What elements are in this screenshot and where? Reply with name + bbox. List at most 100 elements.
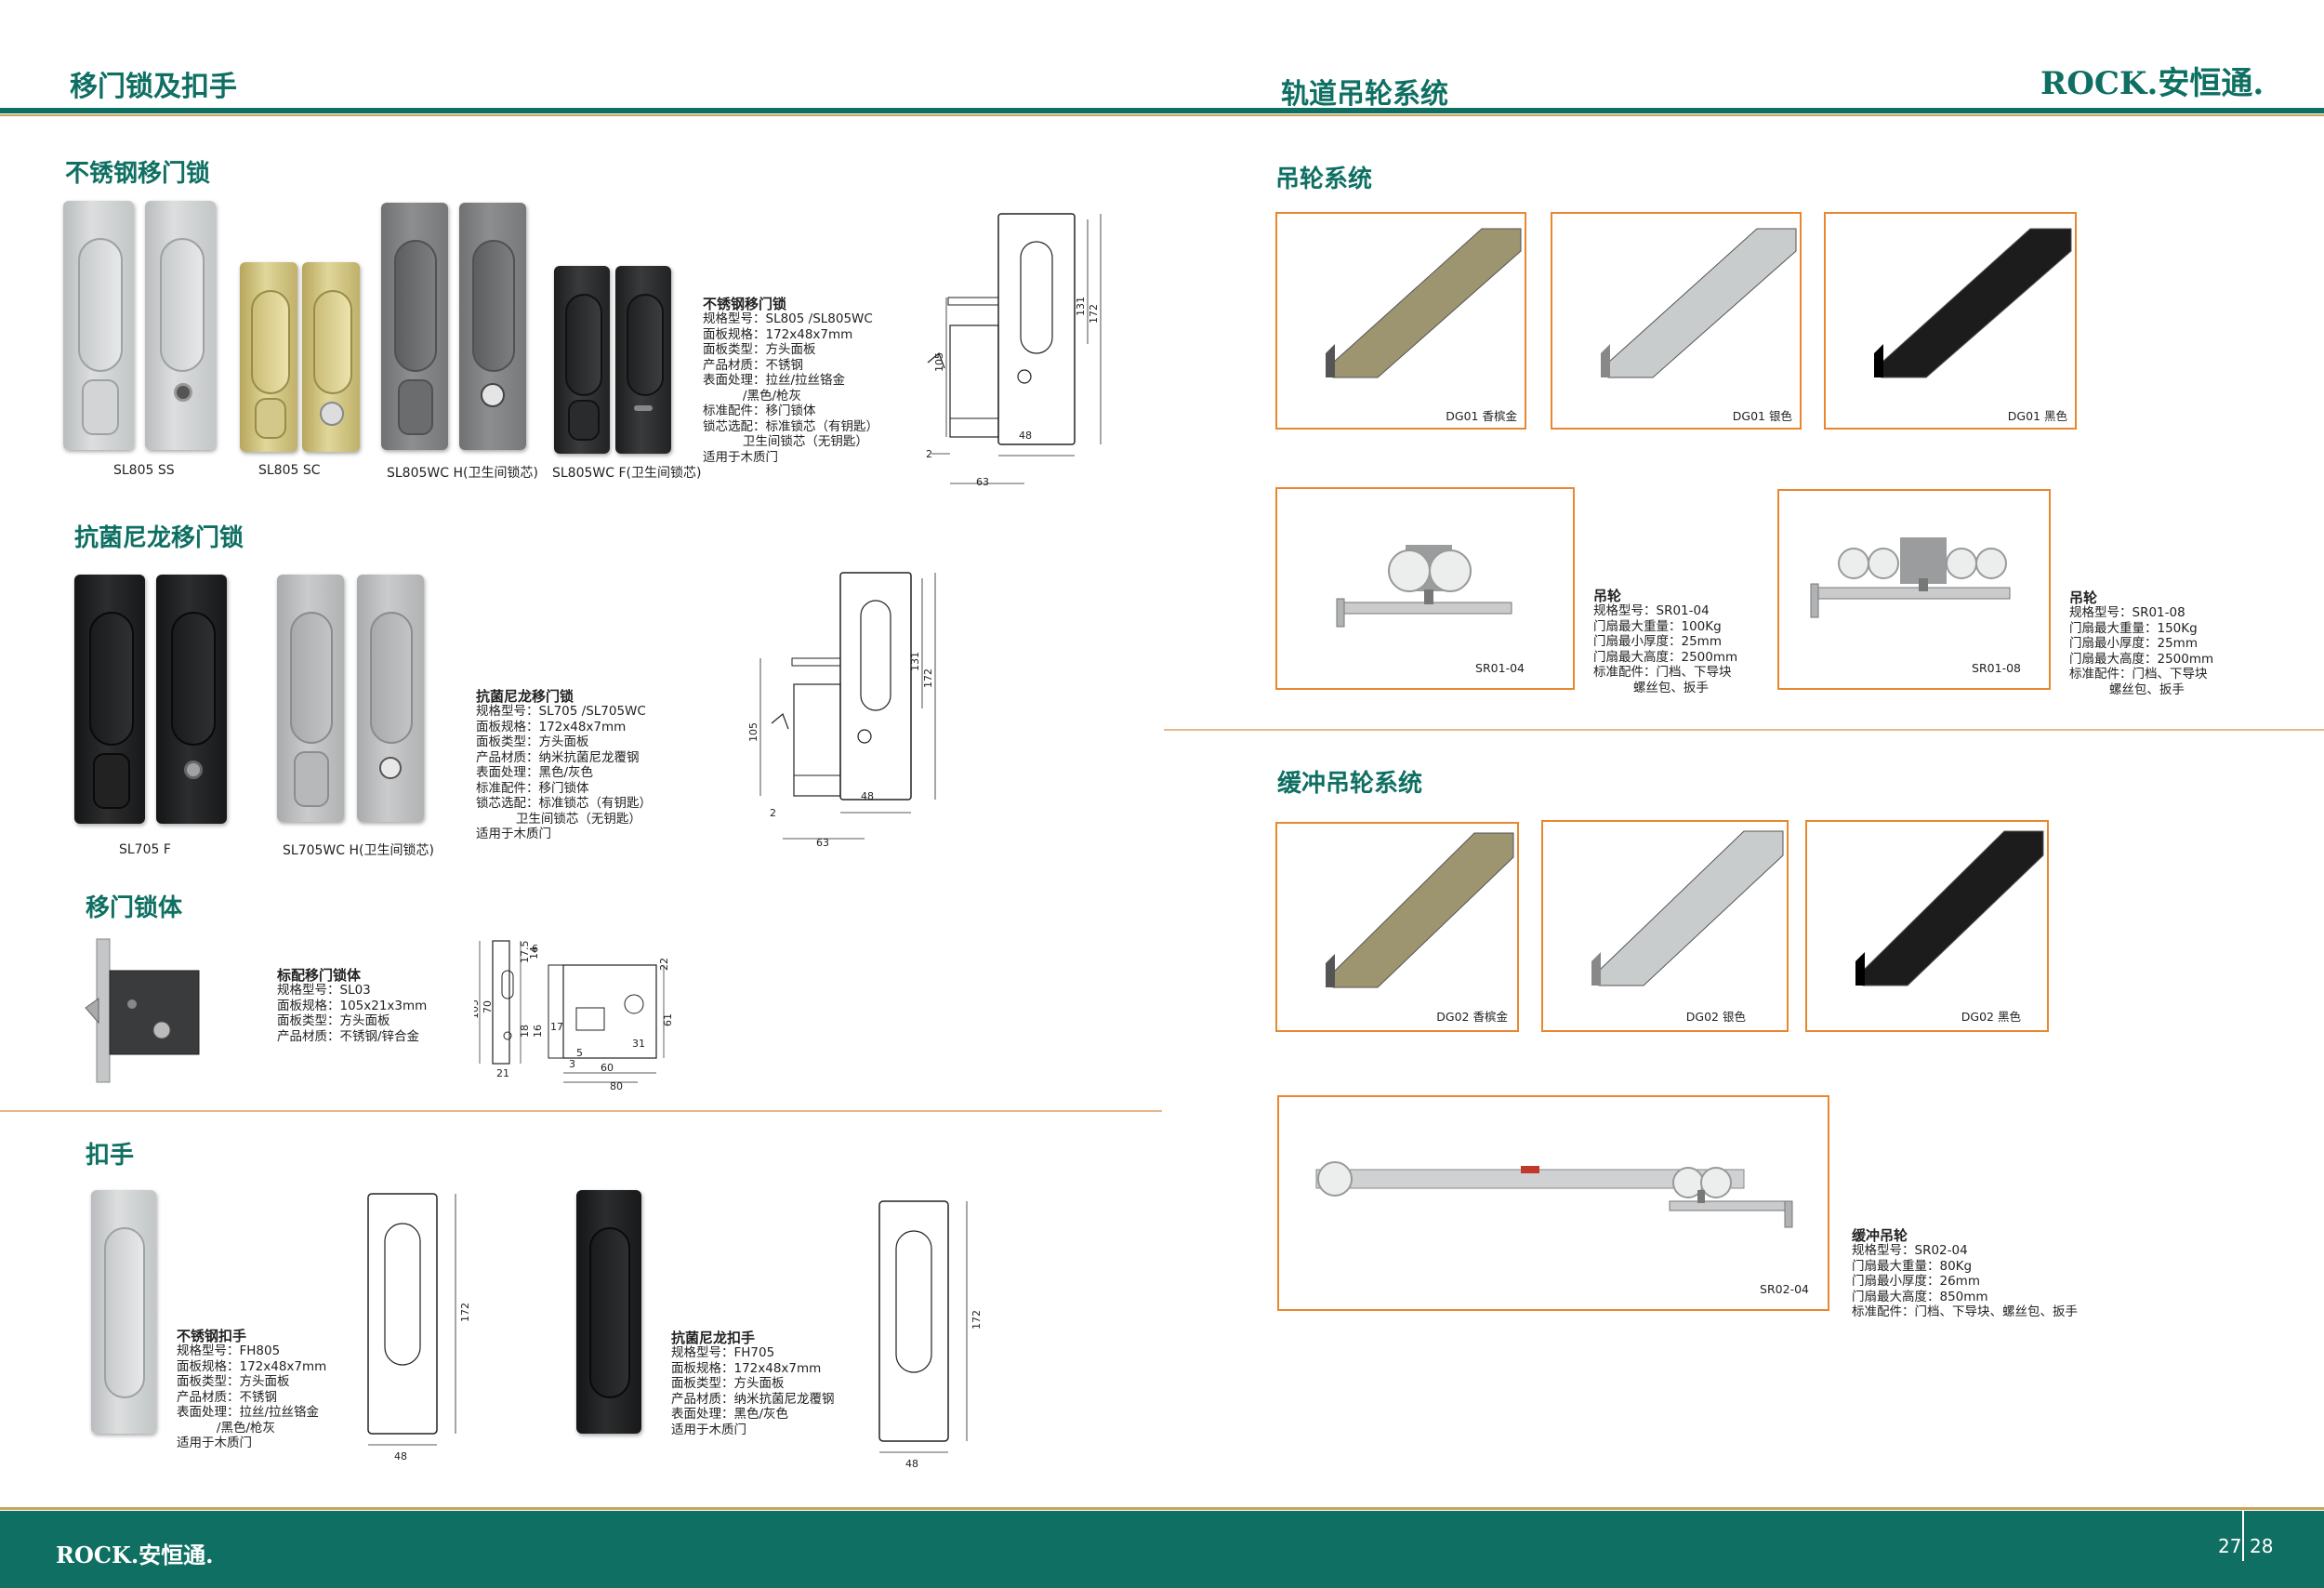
header-bar xyxy=(0,108,2324,113)
technical-drawing-stainless-lock: 131 172 105 48 2 63 xyxy=(926,213,1102,488)
dim-label-105: 105 xyxy=(474,999,481,1019)
wheel-caption: SR01-08 xyxy=(1972,661,2021,675)
wheel-photo-sr02-04: SR02-04 xyxy=(1277,1095,1829,1311)
spec-line: 卫生间锁芯（无钥匙） xyxy=(703,434,868,449)
page-number-right: 28 xyxy=(2250,1535,2274,1557)
lock-plate-sl805sc-b xyxy=(302,262,360,452)
spec-line: 标准配件：移门锁体 xyxy=(703,404,816,418)
spec-title: 吊轮 xyxy=(2069,589,2098,606)
spec-line: 面板规格：105x21x3mm xyxy=(277,998,428,1013)
spec-line: 标准配件：门档、下导块、螺丝包、扳手 xyxy=(1852,1304,2078,1319)
wheel-photo-sr01-08: SR01-08 xyxy=(1777,489,2051,690)
spec-line: 面板规格：172x48x7mm xyxy=(476,719,627,734)
track-profile-image xyxy=(1326,228,1522,378)
track-profile-image xyxy=(1601,228,1797,378)
technical-drawing-fh705: 172 48 xyxy=(878,1200,983,1470)
track-photo-dg02-black: DG02 黑色 xyxy=(1805,820,2049,1032)
wheel-carriage-image xyxy=(1336,545,1512,628)
track-photo-dg01-gold: DG01 香槟金 xyxy=(1275,212,1526,430)
track-profile-image xyxy=(1326,832,1514,988)
spec-line: 门扇最大高度：2500mm xyxy=(1593,649,1738,665)
dim-label-63: 63 xyxy=(816,837,829,849)
model-label-sl705f: SL705 F xyxy=(119,842,171,857)
header-gold-line xyxy=(0,114,2324,116)
dim-label-63: 63 xyxy=(976,476,989,488)
section-divider-right xyxy=(1164,729,2324,731)
dim-label-131: 131 xyxy=(1075,297,1087,316)
spec-line: 规格型号：FH805 xyxy=(177,1343,281,1358)
dim-label-70: 70 xyxy=(482,1000,494,1013)
page-title-left: 移门锁及扣手 xyxy=(70,71,237,103)
spec-line: 面板类型：方头面板 xyxy=(476,734,589,749)
lock-plate-sl805wcf-a xyxy=(554,266,610,454)
spec-line: 表面处理：黑色/灰色 xyxy=(671,1407,789,1422)
track-caption: DG02 香槟金 xyxy=(1436,1010,1508,1024)
spec-line: 表面处理：拉丝/拉丝铬金 xyxy=(177,1405,320,1420)
track-photo-dg01-black: DG01 黑色 xyxy=(1824,212,2077,430)
track-profile-image xyxy=(1855,830,2044,986)
dim-label-5: 5 xyxy=(576,1047,583,1059)
dim-label-6: 6 xyxy=(532,943,538,955)
technical-drawing-lock-body: 105 70 17.5 6 14 22 61 16 17 5 31 60 80 … xyxy=(474,940,674,1092)
lock-plate-sl805wch-b xyxy=(459,203,526,450)
footer-bar: ROCK.安恒通. 27 28 xyxy=(0,1511,2324,1588)
spec-line: 门扇最大高度：2500mm xyxy=(2069,651,2214,667)
model-label-sl705wch: SL705WC H(卫生间锁芯) xyxy=(283,843,434,858)
model-label-sl805wch: SL805WC H(卫生间锁芯) xyxy=(387,466,538,481)
lock-body-photo xyxy=(85,938,200,1083)
dim-label-172: 172 xyxy=(971,1310,983,1330)
model-label-sl805ss: SL805 SS xyxy=(113,463,175,478)
technical-drawing-fh805: 172 48 xyxy=(367,1193,471,1462)
dim-label-172: 172 xyxy=(459,1303,471,1322)
dim-label-48: 48 xyxy=(905,1458,918,1470)
spec-line: 面板类型：方头面板 xyxy=(177,1374,290,1389)
indicator-icon xyxy=(634,405,653,411)
spec-line: /黑色/枪灰 xyxy=(177,1420,276,1436)
spec-line: 适用于木质门 xyxy=(177,1436,252,1450)
wheel-caption: SR01-04 xyxy=(1475,661,1525,675)
section-title-hanging-system: 吊轮系统 xyxy=(1275,165,1373,193)
spec-line: 门扇最小厚度：25mm xyxy=(2069,636,2198,651)
track-caption: DG01 香槟金 xyxy=(1446,409,1517,423)
track-photo-dg02-gold: DG02 香槟金 xyxy=(1275,822,1519,1032)
spec-title: 抗菌尼龙扣手 xyxy=(671,1329,756,1346)
page-number-divider xyxy=(2242,1511,2244,1561)
wheel-carriage-image xyxy=(1810,537,2011,618)
spec-line: 面板规格：172x48x7mm xyxy=(703,326,853,342)
dim-label-60: 60 xyxy=(601,1062,614,1074)
section-title-lock-body: 移门锁体 xyxy=(86,894,183,922)
spec-line: 锁芯选配：标准锁芯（有钥匙） xyxy=(476,796,652,811)
dim-label-31: 31 xyxy=(632,1038,645,1050)
spec-line: 适用于木质门 xyxy=(671,1422,746,1437)
dim-label-21: 21 xyxy=(496,1067,509,1079)
page-number-left: 27 xyxy=(2218,1535,2242,1557)
spec-line: 面板类型：方头面板 xyxy=(277,1013,390,1028)
dim-label-14: 14 xyxy=(528,946,540,959)
dim-label-22: 22 xyxy=(658,958,670,971)
track-profile-image xyxy=(1591,830,1784,986)
handle-plate-fh705 xyxy=(576,1190,641,1434)
spec-title: 吊轮 xyxy=(1593,587,1622,604)
dim-label-3: 3 xyxy=(569,1058,575,1070)
dim-label-172: 172 xyxy=(1088,304,1100,324)
spec-line: 产品材质：纳米抗菌尼龙覆钢 xyxy=(476,749,640,765)
wheel-caption: SR02-04 xyxy=(1760,1282,1809,1296)
spec-line: 门扇最大重量：100Kg xyxy=(1593,618,1722,634)
spec-line: 规格型号：SL805 /SL805WC xyxy=(703,311,873,326)
spec-line: 门扇最大高度：850mm xyxy=(1852,1289,1988,1304)
lock-plate-sl805wch-a xyxy=(381,203,448,450)
track-caption: DG01 黑色 xyxy=(2007,409,2067,423)
spec-line: 规格型号：SL705 /SL705WC xyxy=(476,704,646,719)
lock-plate-sl705f-a xyxy=(74,575,145,824)
lock-plate-sl705wch-b xyxy=(357,575,424,822)
thumb-turn-icon xyxy=(379,757,402,779)
spec-line: 规格型号：SL03 xyxy=(277,983,371,998)
spec-line: 卫生间锁芯（无钥匙） xyxy=(476,811,641,827)
spec-title: 缓冲吊轮 xyxy=(1852,1226,1908,1244)
technical-drawing-nylon-lock: 131 172 105 48 2 63 xyxy=(747,572,936,849)
section-title-nylon-lock: 抗菌尼龙移门锁 xyxy=(74,524,244,552)
spec-title: 抗菌尼龙移门锁 xyxy=(476,687,574,705)
